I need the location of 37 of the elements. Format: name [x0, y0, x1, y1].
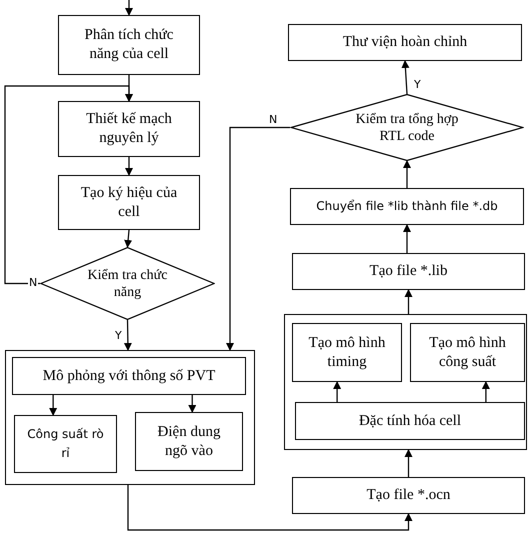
arrow: [49, 395, 58, 416]
arrow: [125, 0, 133, 16]
process-box: Thiết kế mạch nguyên lý: [58, 101, 200, 157]
arrow: [401, 60, 410, 94]
edge-label: Y: [413, 79, 422, 91]
edge-label: N: [28, 277, 38, 289]
process-box: Tạo mô hình công suất: [410, 323, 525, 382]
process-box: Tạo file *.ocn: [292, 477, 525, 514]
arrow: [188, 395, 196, 413]
arrow: [404, 289, 412, 314]
arrow: [333, 381, 342, 402]
arrow: [482, 381, 490, 402]
arrow: [403, 224, 411, 253]
decision-diamond: Kiểm tra tổng hợp RTL code: [290, 94, 524, 161]
arrow: [226, 126, 290, 351]
arrow: [403, 160, 411, 188]
edge-label: Y: [114, 330, 123, 342]
process-box: Mô phỏng với thông số PVT: [12, 357, 246, 395]
arrow: [404, 449, 412, 477]
process-box: Thư viện hoàn chỉnh: [288, 24, 522, 61]
group-frame: [5, 350, 255, 485]
process-box: Điện dung ngõ vào: [135, 412, 243, 471]
process-box: Công suất rò rỉ: [14, 415, 117, 473]
edge-label: N: [268, 114, 278, 126]
process-box: Đặc tính hóa cell: [295, 402, 525, 440]
arrow: [4, 85, 133, 284]
process-box: Chuyển file *lib thành file *.db: [290, 188, 524, 225]
group-frame: [284, 314, 527, 450]
arrow: [124, 320, 132, 351]
arrow: [125, 157, 133, 176]
process-box: Phân tích chức năng của cell: [58, 15, 200, 75]
process-box: Tạo ký hiệu của cell: [58, 175, 200, 230]
arrow: [127, 485, 412, 531]
decision-diamond: Kiểm tra chức năng: [40, 247, 215, 320]
arrow: [124, 230, 132, 248]
process-box: Tạo file *.lib: [292, 253, 525, 290]
process-box: Tạo mô hình timing: [292, 323, 402, 382]
